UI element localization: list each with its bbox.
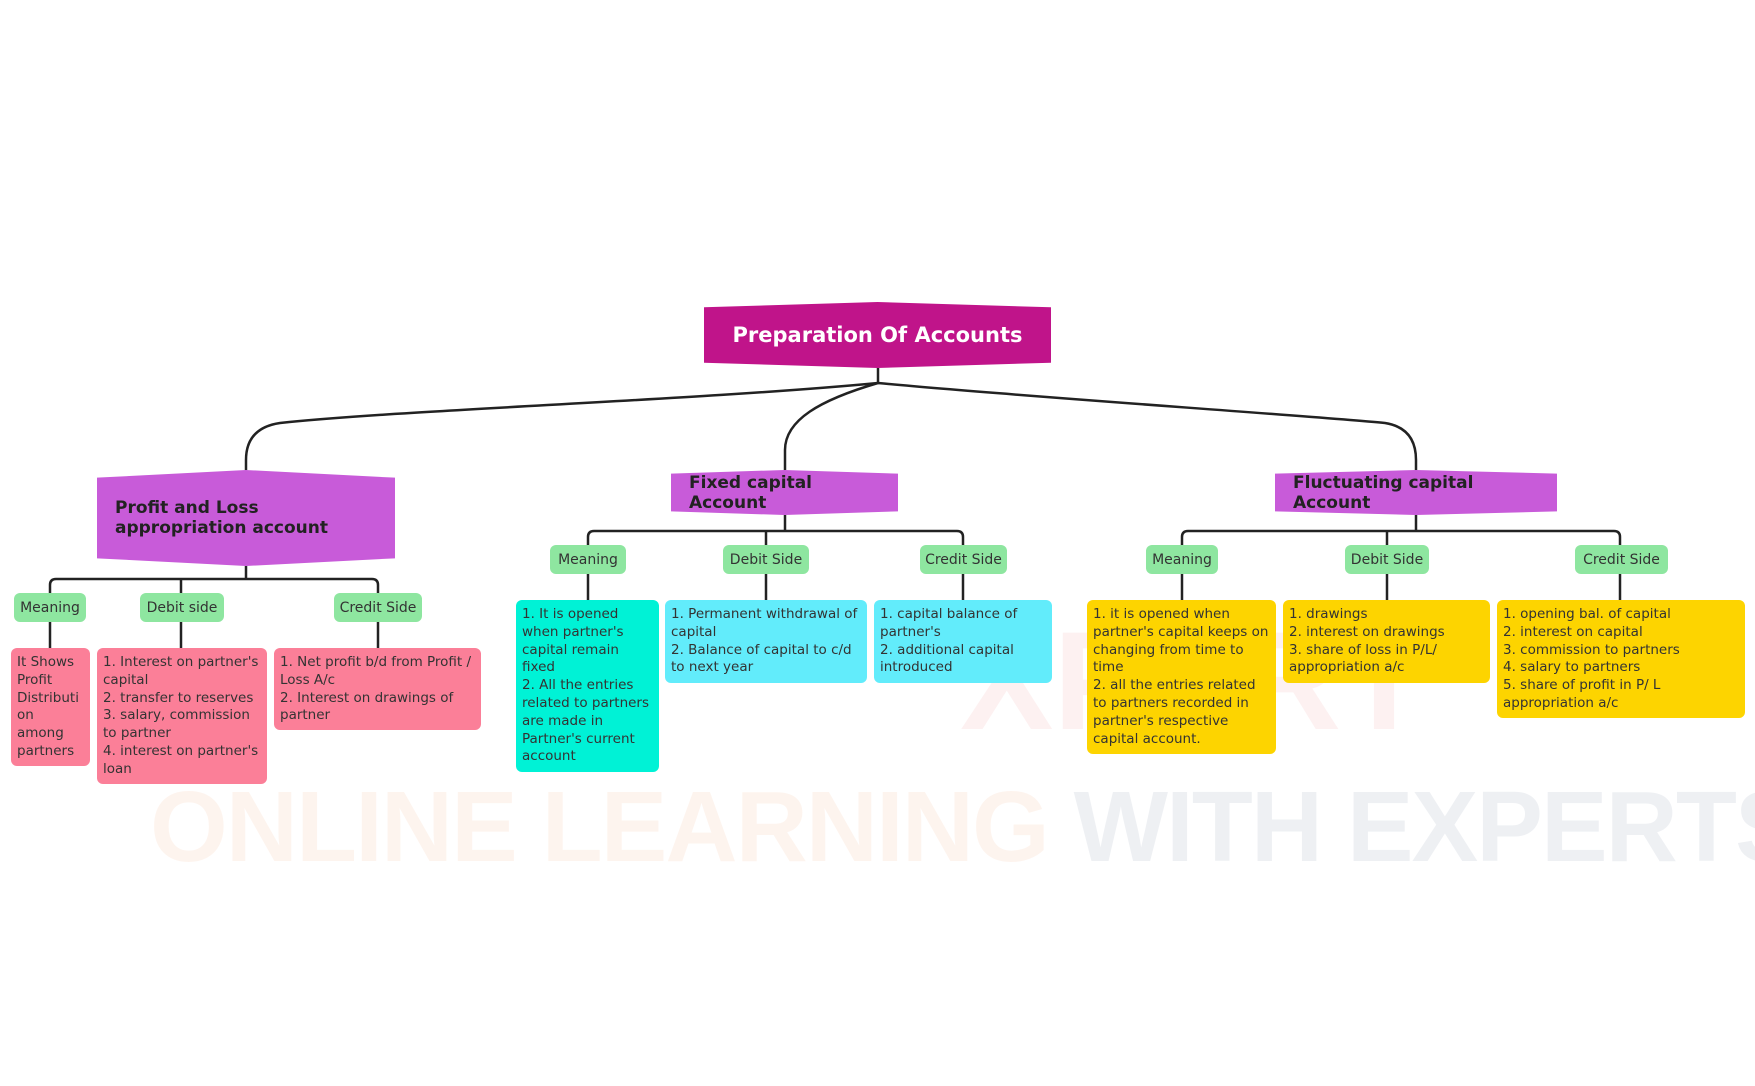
label-debit[interactable]: Debit Side [1345, 545, 1429, 574]
branch-fixed-capital[interactable]: Fixed capital Account [671, 470, 898, 515]
leaf-pl-meaning: It Shows Profit Distributi on among part… [11, 648, 90, 766]
label-credit[interactable]: Credit Side [1575, 545, 1668, 574]
watermark-part2: WITH EXPERTS [1073, 771, 1755, 883]
leaf-fluct-debit: 1. drawings 2. interest on drawings 3. s… [1283, 600, 1490, 683]
branch-fluctuating-capital[interactable]: Fluctuating capital Account [1275, 470, 1557, 515]
leaf-fixed-debit: 1. Permanent withdrawal of capital 2. Ba… [665, 600, 867, 683]
label-meaning[interactable]: Meaning [550, 545, 626, 574]
leaf-fixed-meaning: 1. It is opened when partner's capital r… [516, 600, 659, 772]
label-meaning[interactable]: Meaning [14, 593, 86, 622]
label-debit[interactable]: Debit side [140, 593, 224, 622]
branch-pl-appropriation[interactable]: Profit and Loss appropriation account [97, 470, 395, 566]
leaf-fixed-credit: 1. capital balance of partner's 2. addit… [874, 600, 1052, 683]
label-credit[interactable]: Credit Side [334, 593, 422, 622]
label-credit[interactable]: Credit Side [920, 545, 1007, 574]
root-node[interactable]: Preparation Of Accounts [704, 302, 1051, 368]
leaf-fluct-meaning: 1. it is opened when partner's capital k… [1087, 600, 1276, 754]
label-meaning[interactable]: Meaning [1146, 545, 1218, 574]
watermark-part1: ONLINE LEARNING [150, 771, 1050, 883]
leaf-pl-credit: 1. Net profit b/d from Profit / Loss A/c… [274, 648, 481, 730]
label-debit[interactable]: Debit Side [723, 545, 809, 574]
watermark: ONLINE LEARNING WITH EXPERTS [150, 770, 1755, 885]
leaf-fluct-credit: 1. opening bal. of capital 2. interest o… [1497, 600, 1745, 718]
leaf-pl-debit: 1. Interest on partner's capital 2. tran… [97, 648, 267, 784]
